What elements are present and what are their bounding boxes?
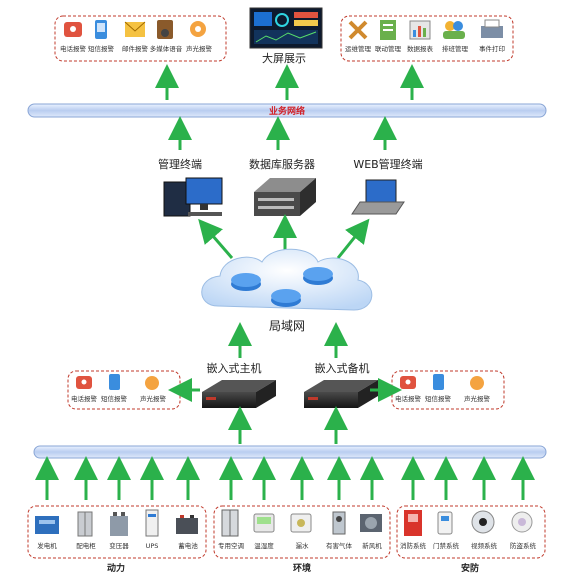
alarm-label: 短信报警	[101, 394, 128, 403]
water-leak-icon	[290, 513, 312, 533]
screen-label: 大屏展示	[262, 51, 306, 65]
mgmt-label: 事件打印	[479, 44, 505, 53]
top-arrows	[155, 64, 424, 100]
device-label: 变压器	[109, 541, 129, 550]
light-alarm-icon	[145, 376, 159, 390]
web-terminal: WEB管理终端	[351, 157, 423, 215]
lan-label: 局域网	[269, 319, 305, 333]
phone-alarm-icon	[64, 22, 82, 37]
phone-alarm-icon	[76, 376, 92, 389]
host-label: 嵌入式主机	[207, 361, 262, 375]
terminal-arrows	[168, 116, 397, 150]
device-label: 视频系统	[471, 541, 498, 550]
field-bus	[33, 445, 547, 459]
environment-group: 专用空调 温湿度 漏水 有害气体 新风机 环境	[213, 505, 391, 574]
group-label: 环境	[293, 562, 311, 574]
lan-cloud: 局域网	[201, 248, 373, 333]
alarm-label: 电话报警	[395, 394, 422, 403]
alarm-label: 声光报警	[140, 394, 167, 403]
camera-icon	[471, 510, 495, 534]
terminal-label: 管理终端	[158, 157, 202, 171]
alarm-label: 声光报警	[464, 394, 491, 403]
access-control-icon	[437, 511, 453, 535]
security-group: 消防系统 门禁系统 视频系统 防盗系统 安防	[396, 505, 546, 574]
battery-icon	[176, 515, 198, 534]
sms-alarm-icon	[433, 374, 444, 390]
device-label: 门禁系统	[433, 541, 460, 550]
transformer-icon	[110, 512, 128, 536]
main-host: 嵌入式主机	[202, 361, 276, 408]
light-alarm-icon	[190, 21, 206, 37]
phone-alarm-icon	[400, 376, 416, 389]
fire-system-icon	[404, 510, 422, 536]
speaker-alarm-icon	[157, 20, 173, 39]
distribution-cabinet-icon	[77, 511, 93, 537]
main-host-alarm-box: 电话报警 短信报警 声光报警	[67, 370, 181, 410]
group-label: 安防	[461, 562, 479, 574]
mgmt-label: 数据报表	[407, 44, 434, 53]
device-label: 发电机	[37, 541, 57, 550]
linkage-doc-icon	[380, 20, 396, 40]
alarm-label: 电话报警	[60, 44, 87, 53]
host-label: 嵌入式备机	[315, 361, 370, 375]
light-alarm-icon	[470, 376, 484, 390]
ac-unit-icon	[221, 509, 239, 537]
big-screen: 大屏展示	[249, 7, 323, 65]
printer-icon	[481, 19, 503, 38]
power-group: 发电机 配电柜 变压器 UPS 蓄电池 动力	[27, 505, 207, 574]
report-icon	[409, 20, 431, 40]
fresh-air-fan-icon	[360, 514, 382, 532]
device-label: 消防系统	[400, 541, 427, 550]
device-label: 专用空调	[218, 541, 244, 550]
database-server: 数据库服务器	[249, 157, 316, 216]
device-label: 漏水	[296, 541, 310, 550]
mgmt-label: 运维管理	[345, 44, 372, 53]
router-icon	[303, 267, 333, 285]
terminal-label: 数据库服务器	[249, 157, 315, 171]
device-label: 配电柜	[76, 541, 96, 550]
mgmt-label: 联动管理	[375, 44, 402, 53]
mgmt-label: 排班管理	[442, 44, 469, 53]
alarm-label: 声光报警	[186, 44, 213, 53]
alarm-label: 短信报警	[425, 394, 452, 403]
device-label: 蓄电池	[178, 541, 198, 550]
device-label: 防盗系统	[510, 541, 537, 550]
business-network-bus: 业务网络	[27, 103, 547, 118]
ups-icon	[145, 509, 159, 537]
alarm-label: 电话报警	[71, 394, 98, 403]
backup-host: 嵌入式备机	[304, 361, 378, 408]
device-label: 新风机	[362, 541, 382, 550]
bus-label: 业务网络	[269, 105, 305, 117]
alarm-label: 短信报警	[88, 44, 115, 53]
bus-to-host-arrows	[228, 406, 348, 444]
router-icon	[271, 289, 301, 307]
schedule-icon	[443, 21, 465, 39]
thermometer-hygrometer-icon	[253, 513, 275, 533]
sms-alarm-icon	[109, 374, 120, 390]
router-icon	[231, 273, 261, 291]
anti-theft-icon	[511, 511, 533, 533]
device-label: 有害气体	[326, 541, 353, 550]
host-up-arrows	[228, 322, 348, 358]
management-terminal: 管理终端	[158, 157, 223, 217]
top-alarm-box: 电话报警 短信报警 邮件报警 多媒体语音 声光报警	[54, 15, 227, 62]
device-label: UPS	[146, 542, 159, 550]
email-alarm-icon	[124, 21, 146, 37]
terminal-label: WEB管理终端	[353, 157, 422, 171]
alarm-label: 邮件报警	[122, 44, 149, 53]
gas-sensor-icon	[332, 511, 346, 535]
alarm-label: 多媒体语音	[150, 44, 183, 53]
device-label: 温湿度	[254, 541, 274, 550]
device-arrows	[35, 456, 535, 500]
group-label: 动力	[107, 562, 125, 574]
generator-icon	[35, 516, 59, 534]
sms-alarm-icon	[95, 20, 107, 39]
top-mgmt-box: 运维管理 联动管理 数据报表 排班管理 事件打印	[340, 15, 514, 62]
ops-tools-icon	[348, 20, 368, 40]
backup-host-alarm-box: 电话报警 短信报警 声光报警	[391, 370, 505, 410]
